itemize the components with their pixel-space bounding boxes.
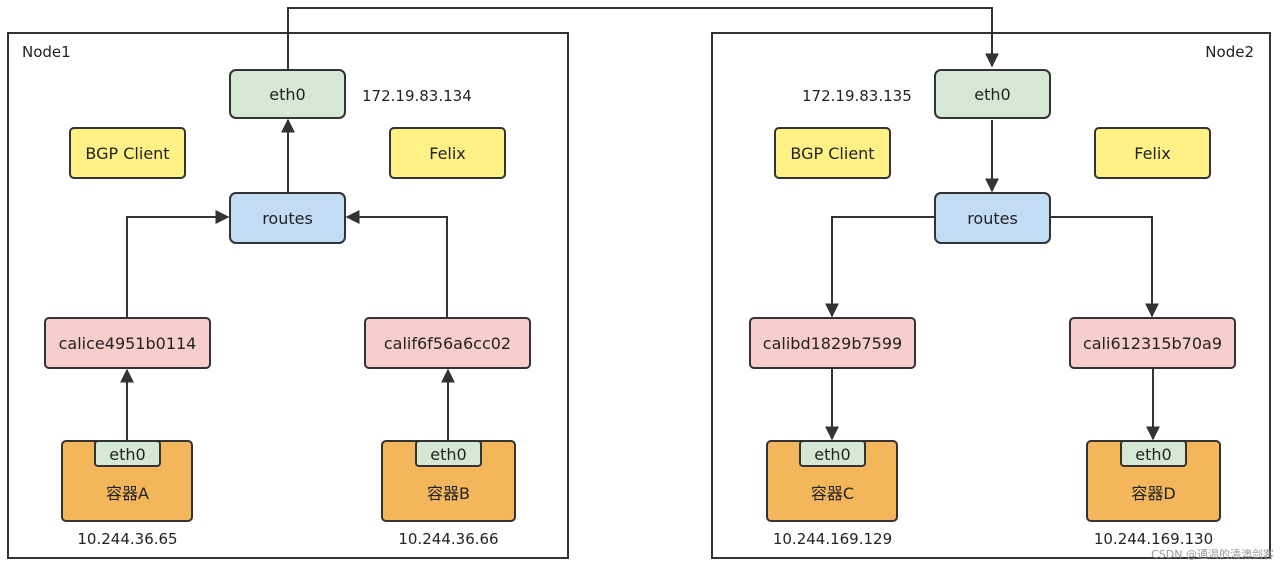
node1-veth-b: calif6f56a6cc02 — [364, 317, 531, 369]
node2-veth-d-label: cali612315b70a9 — [1083, 334, 1222, 353]
node2-veth-c-label: calibd1829b7599 — [763, 334, 902, 353]
node1-eth0: eth0 — [229, 69, 346, 119]
node1-felix-label: Felix — [429, 144, 466, 163]
container-a: eth0 容器A — [61, 440, 193, 522]
container-c: eth0 容器C — [766, 440, 898, 522]
container-d-ip: 10.244.169.130 — [1094, 530, 1213, 548]
edge-veth-b-to-routes — [345, 210, 448, 318]
node1-eth0-label: eth0 — [269, 85, 305, 104]
node1-bgp-client: BGP Client — [69, 127, 186, 179]
node1-veth-b-label: calif6f56a6cc02 — [384, 334, 511, 353]
node2-bgp-client: BGP Client — [774, 127, 891, 179]
edge-veth-a-to-routes — [126, 210, 230, 318]
container-a-ip: 10.244.36.65 — [77, 530, 177, 548]
container-b-name: 容器B — [427, 484, 470, 503]
container-c-name: 容器C — [811, 484, 854, 503]
node1-title: Node1 — [22, 43, 71, 61]
container-d-eth0: eth0 — [1135, 445, 1171, 464]
node1-to-node2-link — [287, 7, 999, 70]
node1-routes: routes — [229, 192, 346, 244]
node1-veth-a-label: calice4951b0114 — [59, 334, 197, 353]
node2-veth-d: cali612315b70a9 — [1069, 317, 1236, 369]
node2-title: Node2 — [1205, 43, 1254, 61]
node1-bgp-label: BGP Client — [85, 144, 169, 163]
container-d-name: 容器D — [1131, 484, 1175, 503]
node1-veth-a: calice4951b0114 — [44, 317, 211, 369]
container-b-ip: 10.244.36.66 — [398, 530, 498, 548]
node2-routes: routes — [934, 192, 1051, 244]
container-a-eth0: eth0 — [109, 445, 145, 464]
container-a-name: 容器A — [106, 484, 149, 503]
node2-veth-c: calibd1829b7599 — [749, 317, 916, 369]
node2-felix: Felix — [1094, 127, 1211, 179]
container-d: eth0 容器D — [1086, 440, 1221, 522]
node2-felix-label: Felix — [1134, 144, 1171, 163]
node1-felix: Felix — [389, 127, 506, 179]
node2-eth0: eth0 — [934, 69, 1051, 119]
container-c-ip: 10.244.169.129 — [773, 530, 892, 548]
edge-routes-to-veth-d — [1050, 216, 1159, 318]
node2-routes-label: routes — [967, 209, 1018, 228]
node2-eth0-label: eth0 — [974, 85, 1010, 104]
watermark: CSDN @通渴的清澳剑客 — [1151, 547, 1274, 561]
node2-ip: 172.19.83.135 — [802, 87, 912, 105]
node1-routes-label: routes — [262, 209, 313, 228]
container-b-eth0: eth0 — [430, 445, 466, 464]
node1-ip: 172.19.83.134 — [362, 87, 472, 105]
node2-bgp-label: BGP Client — [790, 144, 874, 163]
container-b: eth0 容器B — [381, 440, 516, 522]
edge-routes-to-veth-c — [825, 216, 935, 318]
container-c-eth0: eth0 — [814, 445, 850, 464]
